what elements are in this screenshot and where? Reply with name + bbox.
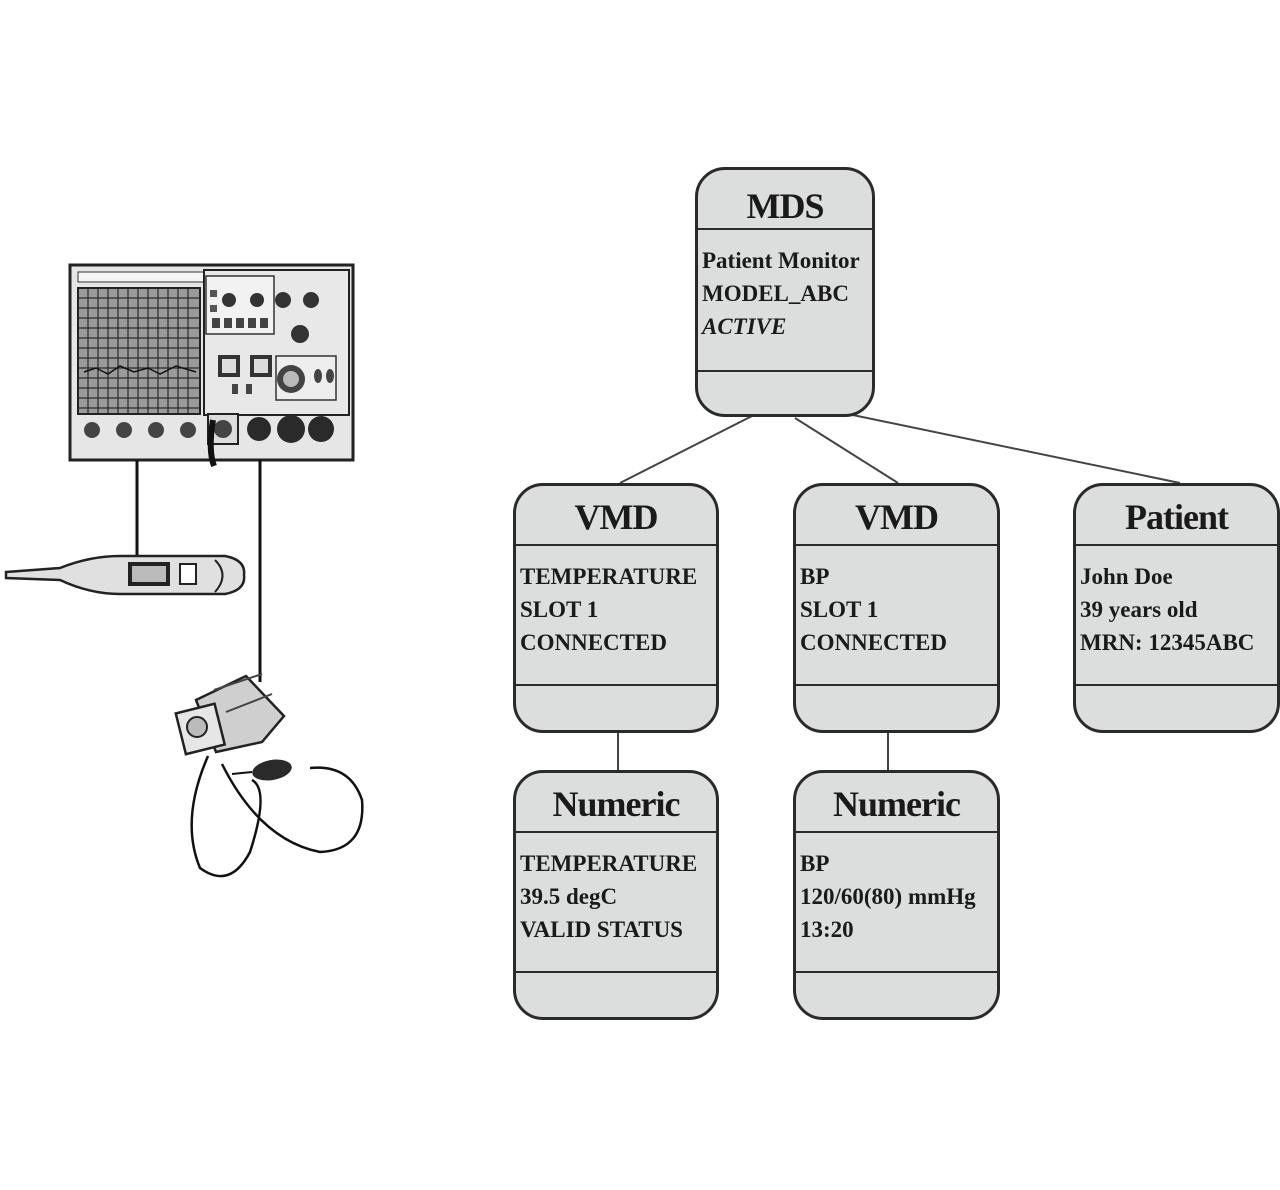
edge-mds-patient xyxy=(847,413,1181,484)
numeric-bp-line-3: 13:20 xyxy=(800,917,854,942)
numeric-temperature-line-1: TEMPERATURE xyxy=(520,851,698,876)
vmd-bp-node: VMD BP SLOT 1 CONNECTED xyxy=(793,483,1000,733)
vmd-bp-title: VMD xyxy=(796,486,997,546)
numeric-bp-line-2: 120/60(80) mmHg xyxy=(800,884,976,909)
mds-line-3: ACTIVE xyxy=(702,314,787,339)
vmd-temperature-line-1: TEMPERATURE xyxy=(520,564,698,589)
vmd-temperature-line-2: SLOT 1 xyxy=(520,597,599,622)
vmd-bp-body: BP SLOT 1 CONNECTED xyxy=(796,546,997,686)
mds-node-title: MDS xyxy=(698,170,872,230)
patient-body: John Doe 39 years old MRN: 12345ABC xyxy=(1076,546,1277,686)
thermometer-icon xyxy=(4,554,246,596)
numeric-temperature-line-2: 39.5 degC xyxy=(520,884,618,909)
numeric-bp-line-1: BP xyxy=(800,851,830,876)
patient-node: Patient John Doe 39 years old MRN: 12345… xyxy=(1073,483,1280,733)
patient-line-1: John Doe xyxy=(1080,564,1173,589)
vmd-bp-line-3: CONNECTED xyxy=(800,630,947,655)
numeric-bp-title: Numeric xyxy=(796,773,997,833)
mds-node: MDS Patient Monitor MODEL_ABC ACTIVE xyxy=(695,167,875,417)
mds-node-body: Patient Monitor MODEL_ABC ACTIVE xyxy=(698,230,872,372)
patient-line-2: 39 years old xyxy=(1080,597,1198,622)
vmd-bp-line-2: SLOT 1 xyxy=(800,597,879,622)
numeric-temperature-node: Numeric TEMPERATURE 39.5 degC VALID STAT… xyxy=(513,770,719,1020)
patient-line-3: MRN: 12345ABC xyxy=(1080,630,1255,655)
vmd-temperature-node: VMD TEMPERATURE SLOT 1 CONNECTED xyxy=(513,483,719,733)
vmd-bp-line-1: BP xyxy=(800,564,830,589)
blood-pressure-cuff-icon xyxy=(174,673,364,878)
mds-line-2: MODEL_ABC xyxy=(702,281,849,306)
numeric-bp-body: BP 120/60(80) mmHg 13:20 xyxy=(796,833,997,973)
vmd-temperature-body: TEMPERATURE SLOT 1 CONNECTED xyxy=(516,546,716,686)
device-illustration xyxy=(4,263,364,878)
edge-mds-vmd-bp xyxy=(794,417,899,484)
numeric-bp-node: Numeric BP 120/60(80) mmHg 13:20 xyxy=(793,770,1000,1020)
vmd-temperature-title: VMD xyxy=(516,486,716,546)
numeric-temperature-title: Numeric xyxy=(516,773,716,833)
patient-title: Patient xyxy=(1076,486,1277,546)
edge-mds-vmd-temp xyxy=(619,415,753,484)
mds-line-1: Patient Monitor xyxy=(702,248,860,273)
patient-monitor-icon xyxy=(68,263,355,462)
numeric-temperature-line-3: VALID STATUS xyxy=(520,917,683,942)
numeric-temperature-body: TEMPERATURE 39.5 degC VALID STATUS xyxy=(516,833,716,973)
vmd-temperature-line-3: CONNECTED xyxy=(520,630,667,655)
